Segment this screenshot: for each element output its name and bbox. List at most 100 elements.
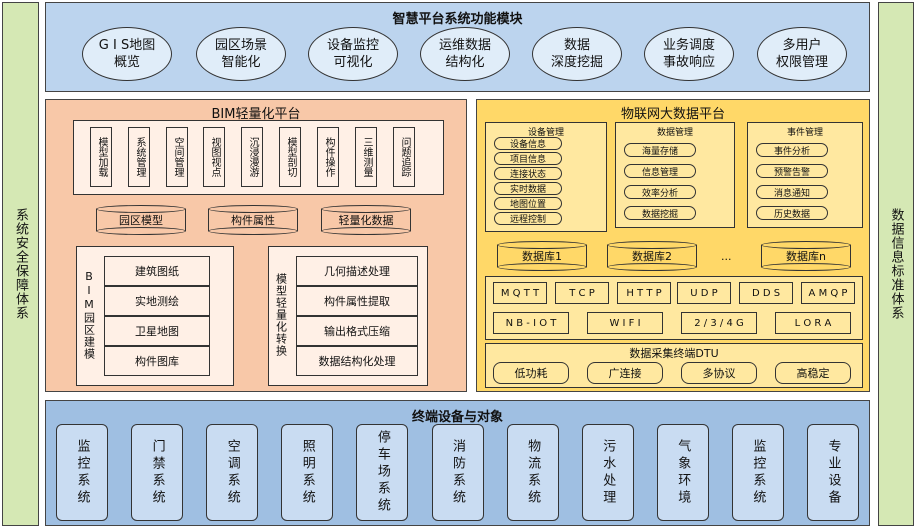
protocol-item[interactable]: N B - I O T	[493, 312, 569, 334]
function-modules-panel: 智慧平台系统功能模块 G I S地图概览园区场景智能化设备监控可视化运维数据结构…	[45, 2, 870, 92]
protocol-item[interactable]: H T T P	[617, 282, 671, 304]
bim-function-label: 三维测量	[361, 137, 372, 177]
bim-function-0[interactable]: 模型加载	[90, 127, 112, 187]
bim-function-6[interactable]: 构件操作	[317, 127, 339, 187]
bim-store-label: 构件属性	[231, 214, 275, 227]
cyl-body	[761, 245, 851, 267]
event-mgmt-item[interactable]: 消息通知	[756, 185, 828, 199]
module-5[interactable]: 业务调度事故响应	[644, 27, 734, 81]
device-mgmt-item[interactable]: 设备信息	[494, 137, 562, 150]
protocol-item[interactable]: T C P	[555, 282, 609, 304]
device-label: 门禁系统	[149, 438, 165, 507]
device-7[interactable]: 污水处理	[581, 424, 634, 521]
cyl-body	[208, 209, 298, 231]
device-9[interactable]: 监控系统	[731, 424, 784, 521]
device-label: 停车场系统	[374, 430, 390, 515]
cyl-top	[497, 241, 587, 249]
module-line2: 事故响应	[662, 55, 715, 70]
dtu-item[interactable]: 低功耗	[493, 362, 569, 384]
bim-function-3[interactable]: 视图视点	[203, 127, 225, 187]
module-line2: 深度挖掘	[550, 55, 603, 70]
device-label: 消防系统	[450, 438, 465, 507]
modeling-item: 实地测绘	[104, 286, 210, 316]
device-mgmt-item[interactable]: 连接状态	[494, 167, 562, 180]
bim-store-label: 园区模型	[119, 214, 163, 227]
cyl-bottom	[96, 227, 186, 235]
security-system-label: 系统安全保障体系	[13, 208, 28, 320]
protocol-item[interactable]: W I F I	[587, 312, 663, 334]
module-1[interactable]: 园区场景智能化	[196, 27, 286, 81]
device-label: 专业设备	[825, 438, 841, 507]
device-mgmt-item[interactable]: 实时数据	[494, 182, 562, 195]
bim-function-7[interactable]: 三维测量	[355, 127, 377, 187]
module-2[interactable]: 设备监控可视化	[308, 27, 398, 81]
cyl-bottom	[321, 227, 411, 235]
device-2[interactable]: 空调系统	[206, 424, 259, 521]
protocol-item[interactable]: 2 / 3 / 4 G	[681, 312, 757, 334]
data-standard-bar: 数据信息标准体系	[878, 2, 914, 526]
module-line1: 数据	[563, 38, 590, 53]
device-8[interactable]: 气象环境	[656, 424, 709, 521]
cyl-top	[96, 205, 186, 213]
cyl-body	[96, 209, 186, 231]
device-label: 气象环境	[675, 438, 691, 507]
bim-convert-label: 模型轻量化转换	[274, 273, 288, 357]
protocol-item[interactable]: L O R A	[775, 312, 851, 334]
bim-store-cylinder: 园区模型	[96, 205, 186, 235]
bim-function-label: 空间管理	[172, 137, 183, 177]
dtu-item[interactable]: 多协议	[681, 362, 757, 384]
data-mgmt-item[interactable]: 效率分析	[624, 185, 696, 199]
device-10[interactable]: 专业设备	[807, 424, 859, 521]
bim-function-8[interactable]: 问题追踪	[393, 127, 415, 187]
module-line2: 智能化	[221, 55, 261, 70]
event-mgmt-item[interactable]: 事件分析	[756, 143, 828, 157]
module-line2: 结构化	[445, 55, 485, 70]
data-mgmt-item[interactable]: 海量存储	[624, 143, 696, 157]
protocol-item[interactable]: D D S	[739, 282, 793, 304]
device-5[interactable]: 消防系统	[431, 424, 484, 521]
device-3[interactable]: 照明系统	[281, 424, 334, 521]
device-mgmt-item[interactable]: 项目信息	[494, 152, 562, 165]
device-1[interactable]: 门禁系统	[131, 424, 184, 521]
modeling-item: 建筑图纸	[104, 256, 210, 286]
event-mgmt-item[interactable]: 预警告警	[756, 164, 828, 178]
database-label: 数据库2	[632, 250, 672, 263]
bim-platform-panel: BIM轻量化平台 模型加载系统管理空间管理视图视点沉浸漫游模型剖切构件操作三维测…	[45, 99, 467, 392]
convert-item: 构件属性提取	[296, 286, 418, 316]
module-4[interactable]: 数据深度挖掘	[532, 27, 622, 81]
dtu-item[interactable]: 广连接	[587, 362, 663, 384]
device-mgmt-item[interactable]: 地图位置	[494, 197, 562, 210]
security-system-bar: 系统安全保障体系	[2, 2, 39, 526]
module-3[interactable]: 运维数据结构化	[420, 27, 510, 81]
bim-function-label: 沉浸漫游	[247, 137, 258, 177]
data-mgmt-item[interactable]: 数据挖掘	[624, 206, 696, 220]
bim-function-1[interactable]: 系统管理	[128, 127, 150, 187]
protocol-item[interactable]: M Q T T	[493, 282, 547, 304]
dtu-item[interactable]: 高稳定	[775, 362, 851, 384]
module-6[interactable]: 多用户权限管理	[757, 27, 847, 81]
bim-function-label: 系统管理	[134, 137, 145, 177]
cyl-top	[321, 205, 411, 213]
bim-function-label: 模型剖切	[285, 137, 296, 177]
bim-function-4[interactable]: 沉浸漫游	[241, 127, 263, 187]
protocol-item[interactable]: A M Q P	[801, 282, 855, 304]
device-4[interactable]: 停车场系统	[356, 424, 409, 521]
bim-function-5[interactable]: 模型剖切	[279, 127, 301, 187]
module-0[interactable]: G I S地图概览	[82, 27, 172, 81]
function-modules-title: 智慧平台系统功能模块	[392, 12, 523, 27]
cyl-body	[497, 245, 587, 267]
bim-function-label: 模型加载	[96, 137, 107, 177]
protocol-item[interactable]: U D P	[677, 282, 731, 304]
database-label: 数据库n	[786, 250, 826, 263]
data-mgmt-item[interactable]: 信息管理	[624, 164, 696, 178]
device-mgmt-item[interactable]: 远程控制	[494, 212, 562, 225]
event-mgmt-item[interactable]: 历史数据	[756, 206, 828, 220]
database-cylinder: 数据库1	[497, 241, 587, 271]
dtu-title: 数据采集终端DTU	[629, 347, 719, 360]
module-line1: 运维数据	[438, 38, 491, 53]
device-0[interactable]: 监控系统	[56, 424, 108, 521]
bim-function-label: 构件操作	[323, 137, 334, 177]
database-cylinder: 数据库2	[607, 241, 697, 271]
device-6[interactable]: 物流系统	[506, 424, 559, 521]
bim-function-2[interactable]: 空间管理	[166, 127, 188, 187]
